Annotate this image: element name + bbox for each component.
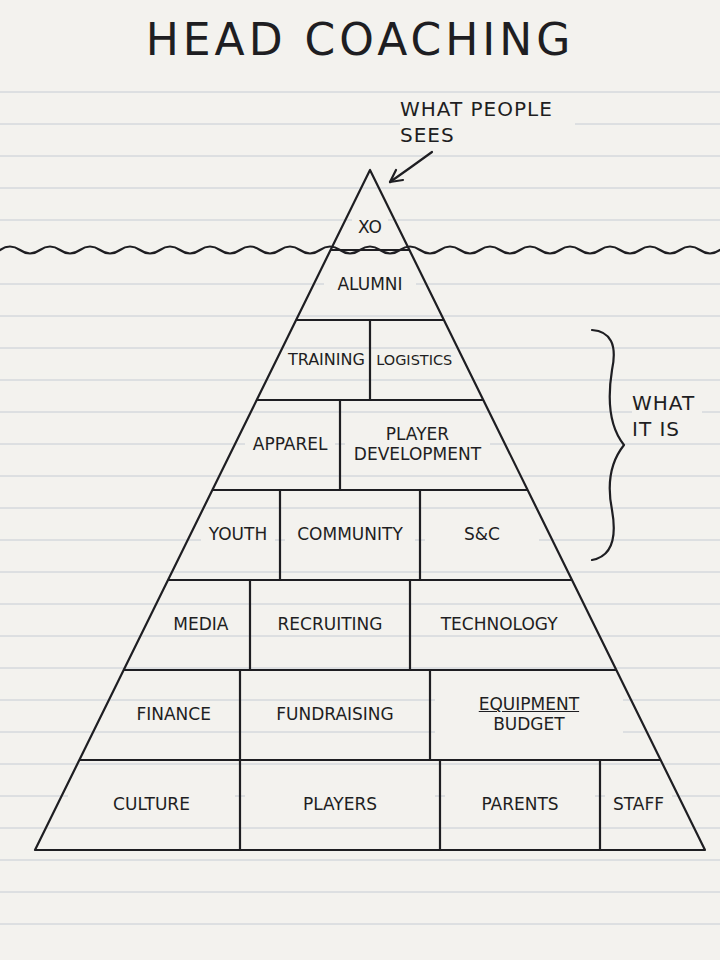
cell-label: STAFF bbox=[605, 795, 672, 815]
pyramid-cell: ALUMNI bbox=[324, 275, 416, 295]
cell-label: BUDGET bbox=[435, 715, 623, 735]
cell-label: PARENTS bbox=[445, 795, 595, 815]
pyramid-cell: COMMUNITY bbox=[285, 525, 415, 545]
pyramid-cell: STAFF bbox=[605, 795, 672, 815]
curly-brace bbox=[592, 330, 624, 560]
pyramid-cell: PARENTS bbox=[445, 795, 595, 815]
diagram-title: HEAD COACHING bbox=[60, 14, 660, 67]
cell-label: COMMUNITY bbox=[285, 525, 415, 545]
ruled-lines bbox=[0, 92, 720, 924]
cell-label: YOUTH bbox=[201, 525, 275, 545]
pyramid-cell: PLAYERS bbox=[245, 795, 435, 815]
annotation-label: WHAT PEOPLE SEES bbox=[400, 96, 575, 148]
pyramid-outline bbox=[35, 170, 705, 850]
cell-label: FINANCE bbox=[112, 705, 235, 725]
cell-label: MEDIA bbox=[157, 615, 245, 635]
pyramid-cell: LOGISTICS bbox=[375, 352, 453, 369]
pyramid-cell: CULTURE bbox=[68, 795, 235, 815]
pointer-arrow bbox=[390, 152, 432, 182]
pyramid-cell: YOUTH bbox=[201, 525, 275, 545]
pyramid-cell: TECHNOLOGY bbox=[415, 615, 583, 635]
cell-label: LOGISTICS bbox=[375, 352, 453, 369]
pyramid-cell: RECRUITING bbox=[255, 615, 405, 635]
arrow-head bbox=[390, 170, 403, 182]
annotation-label: WHAT IT IS bbox=[632, 390, 702, 442]
pyramid-splits bbox=[240, 320, 600, 850]
cell-label: PLAYER DEVELOPMENT bbox=[345, 425, 490, 464]
pyramid-cell: PLAYER DEVELOPMENT bbox=[345, 425, 490, 464]
cell-label: TECHNOLOGY bbox=[415, 615, 583, 635]
cell-label: APPAREL bbox=[245, 435, 335, 455]
pyramid-rows bbox=[80, 250, 660, 760]
cell-label: CULTURE bbox=[68, 795, 235, 815]
pyramid-cell: EQUIPMENTBUDGET bbox=[435, 695, 623, 734]
cell-label: FUNDRAISING bbox=[245, 705, 425, 725]
cell-label: EQUIPMENT bbox=[435, 695, 623, 715]
pyramid-cell: FINANCE bbox=[112, 705, 235, 725]
cell-label: RECRUITING bbox=[255, 615, 405, 635]
water-line bbox=[0, 247, 720, 254]
pyramid-cell: APPAREL bbox=[245, 435, 335, 455]
cell-label: ALUMNI bbox=[324, 275, 416, 295]
pyramid-cell: FUNDRAISING bbox=[245, 705, 425, 725]
cell-label: PLAYERS bbox=[245, 795, 435, 815]
pyramid-cell: MEDIA bbox=[157, 615, 245, 635]
pyramid-cell: S&C bbox=[425, 525, 539, 545]
cell-label: XO bbox=[352, 218, 388, 238]
pyramid-cell: TRAINING bbox=[287, 351, 365, 369]
pyramid-cell: XO bbox=[352, 218, 388, 238]
cell-label: TRAINING bbox=[287, 351, 365, 369]
cell-label: S&C bbox=[425, 525, 539, 545]
